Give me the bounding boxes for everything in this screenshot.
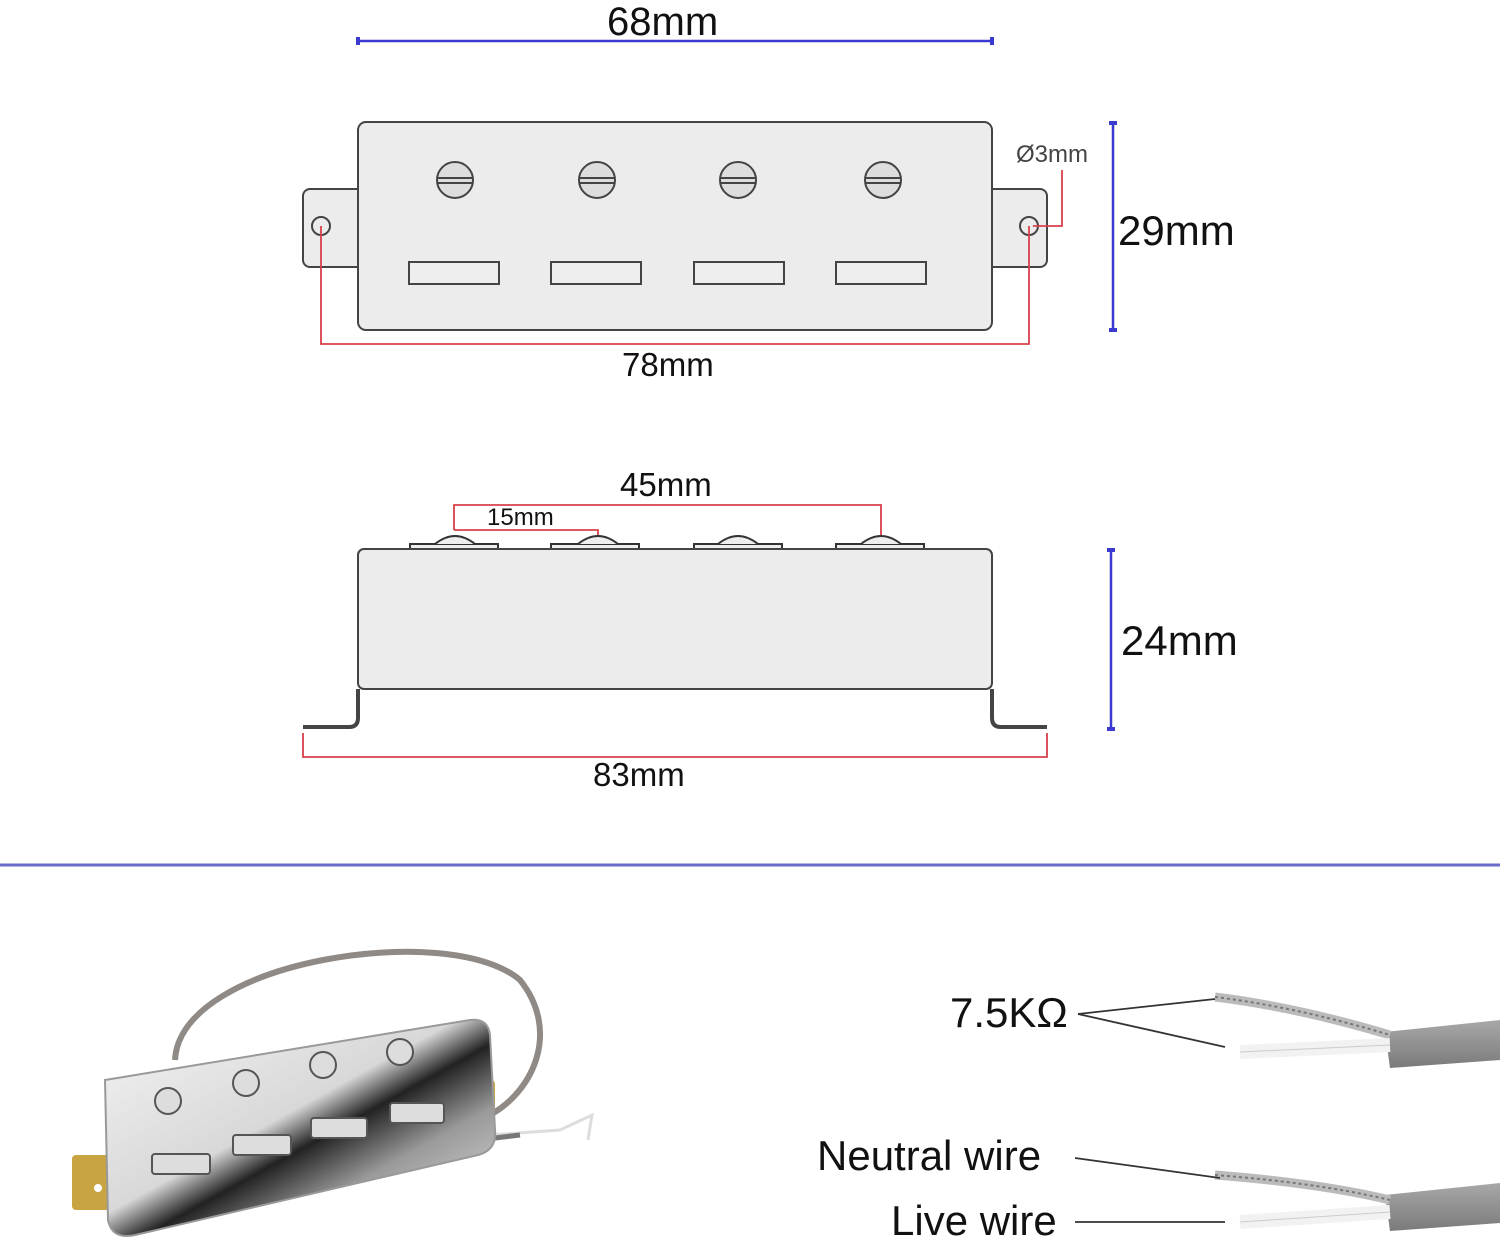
label-3mm-hole: Ø3mm [1016,141,1088,168]
dimension-line-78mm [320,226,1030,345]
pickup-cable [172,948,544,1118]
mount-foot-left [303,689,360,729]
mount-foot-right [990,689,1047,729]
blade-slots [408,261,927,285]
leader-3mm [1033,170,1063,227]
wire-ends-photo [1074,992,1500,1231]
top-view [302,37,1117,345]
label-resistance: 7.5KΩ [950,989,1068,1036]
wire-pair-bottom [1214,1170,1500,1231]
label-24mm: 24mm [1121,617,1238,664]
side-view [302,504,1115,758]
chrome-cover [103,1018,497,1237]
dimension-line-83mm [302,733,1048,758]
label-78mm: 78mm [622,346,714,383]
dimension-line-15mm [454,529,599,545]
label-neutral-wire: Neutral wire [817,1132,1042,1179]
pickup-body-side [357,548,993,690]
wire-pair-top [1214,992,1500,1068]
pole-screws [436,161,902,199]
pickup-body-top [357,121,993,331]
mount-tab-brass [72,1155,117,1210]
label-68mm: 68mm [607,0,719,44]
label-45mm: 45mm [620,466,712,503]
label-83mm: 83mm [593,756,685,793]
dimension-line-45mm [453,504,882,545]
label-live-wire: Live wire [891,1197,1057,1244]
label-29mm: 29mm [1118,207,1235,254]
callout-leaders [1074,998,1226,1223]
label-15mm: 15mm [487,504,554,531]
pickup-photo [72,948,594,1237]
